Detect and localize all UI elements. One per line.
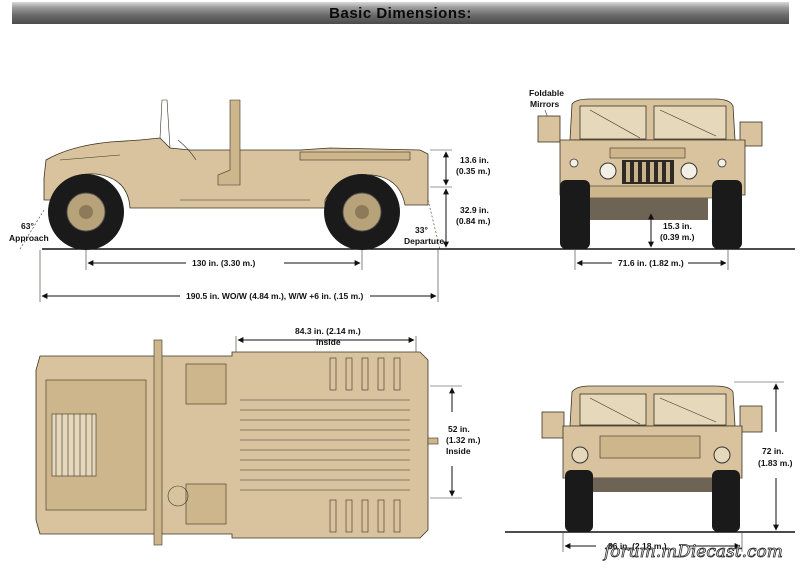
bed-width-line3: Inside — [446, 446, 471, 456]
rear-height-line1: 72 in. — [762, 446, 784, 456]
side-height-upper-line1: 13.6 in. — [460, 155, 489, 165]
side-height-lower-line1: 32.9 in. — [460, 205, 489, 215]
side-view: 13.6 in. (0.35 m.) 32.9 in. (0.84 m.) 63… — [9, 99, 491, 302]
rear-left-mirror — [541, 411, 565, 439]
departure-angle-label: Departure — [404, 236, 444, 246]
bed-length-line2: Inside — [316, 337, 341, 347]
page-title: Basic Dimensions: — [329, 4, 472, 22]
mirrors-label-line2: Mirrors — [530, 99, 560, 109]
overall-length-label: 190.5 in. WO/W (4.84 m.), W/W +6 in. (.1… — [186, 291, 364, 301]
side-seat — [217, 99, 241, 186]
watermark: forum.mDiecast.com — [602, 542, 783, 562]
bed-width-line1: 52 in. — [448, 424, 470, 434]
side-height-lower-line2: (0.84 m.) — [456, 216, 491, 226]
departure-angle-value: 33° — [415, 225, 428, 235]
ground-clearance-line1: 15.3 in. — [663, 221, 692, 231]
top-bed-slats — [240, 357, 410, 533]
track-width-label: 71.6 in. (1.82 m.) — [618, 258, 684, 268]
front-right-tire — [712, 180, 742, 249]
rear-view: 72 in. (1.83 m.) 86 in. (2.18 m.) — [505, 381, 795, 552]
rear-width-label: 86 in. (2.18 m.) — [608, 541, 667, 551]
rear-right-mirror — [739, 405, 763, 433]
title-bar: Basic Dimensions: — [12, 2, 789, 24]
side-rear-wheel — [324, 174, 400, 250]
front-right-mirror — [739, 121, 763, 147]
rear-left-tire — [565, 470, 593, 532]
front-left-mirror — [537, 115, 561, 143]
front-left-headlight — [599, 162, 617, 180]
rear-height-line2: (1.83 m.) — [758, 458, 793, 468]
approach-angle-label: Approach — [9, 233, 49, 243]
front-grille — [622, 160, 674, 184]
top-view: 84.3 in. (2.14 m.) Inside 52 in. (1.32 m… — [35, 326, 481, 546]
front-view: Foldable Mirrors — [440, 88, 795, 270]
front-left-tire — [560, 180, 590, 249]
side-windshield-frame — [159, 99, 171, 149]
wheelbase-label: 130 in. (3.30 m.) — [192, 258, 255, 268]
side-height-upper-line2: (0.35 m.) — [456, 166, 491, 176]
side-front-wheel — [48, 174, 124, 250]
front-right-headlight — [680, 162, 698, 180]
bed-length-line1: 84.3 in. (2.14 m.) — [295, 326, 361, 336]
approach-angle-value: 63° — [21, 221, 34, 231]
ground-clearance-line2: (0.39 m.) — [660, 232, 695, 242]
mirrors-label-line1: Foldable — [529, 88, 564, 98]
rear-right-tire — [712, 470, 740, 532]
bed-width-line2: (1.32 m.) — [446, 435, 481, 445]
